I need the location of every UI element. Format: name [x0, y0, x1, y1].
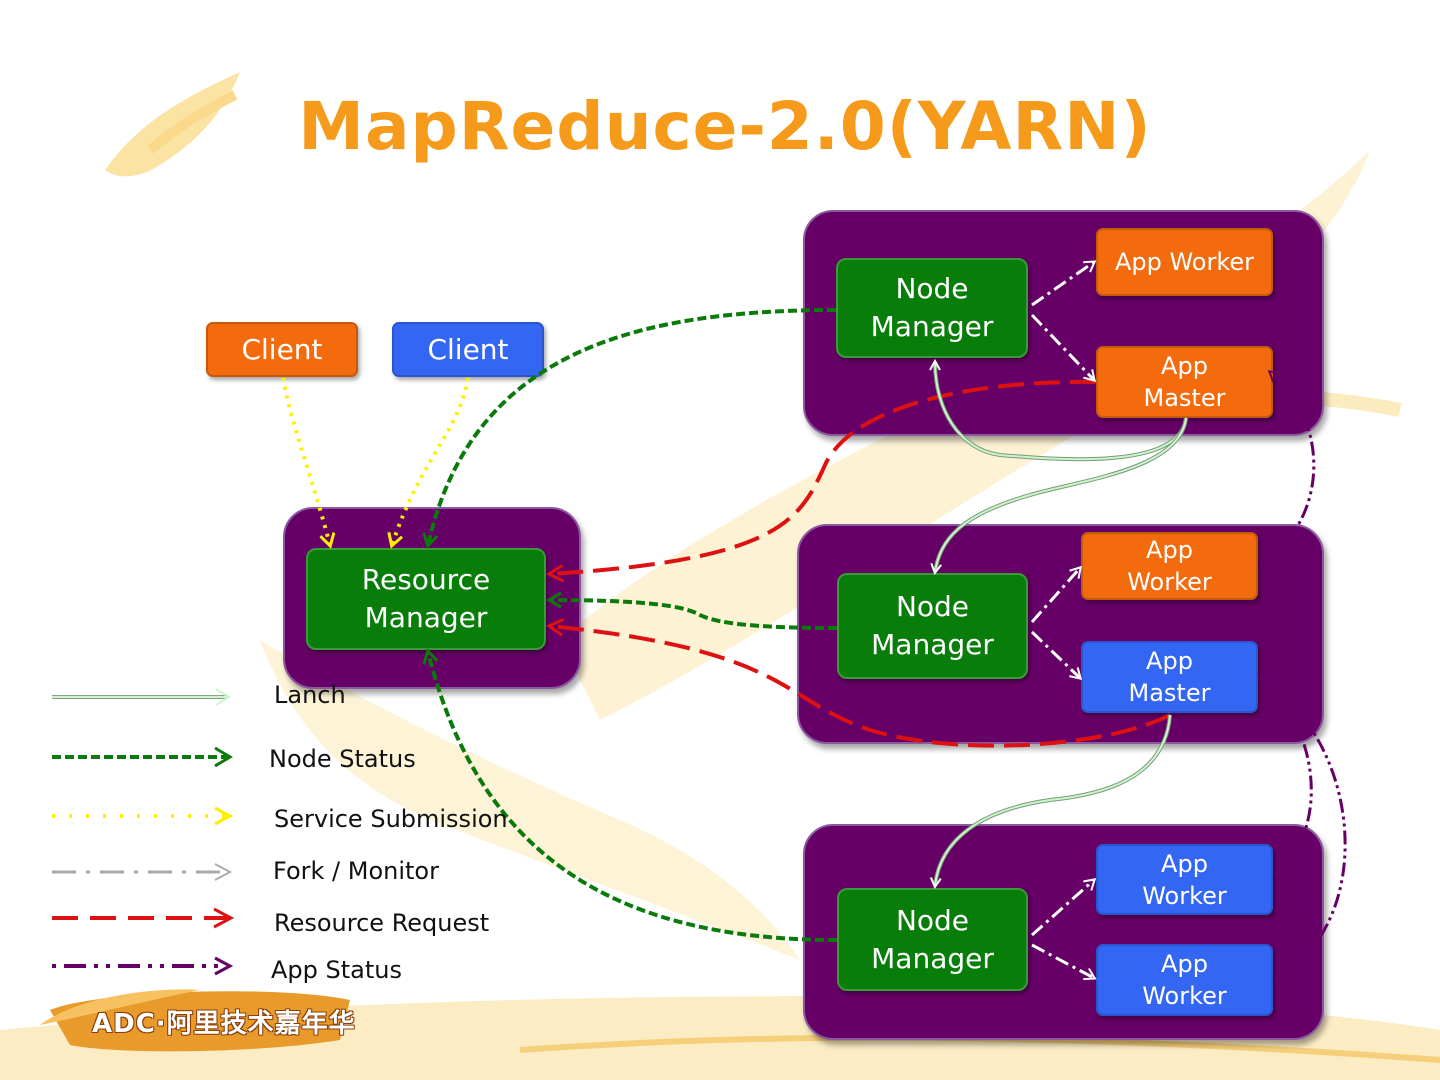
node-manager-3[interactable]: Node Manager	[837, 888, 1028, 991]
node-manager-1[interactable]: Node Manager	[836, 258, 1028, 358]
resource-manager-box[interactable]: Resource Manager	[306, 548, 546, 650]
app-worker-node3-a[interactable]: App Worker	[1096, 844, 1273, 915]
app-master-node2[interactable]: App Master	[1081, 641, 1258, 713]
node-manager-2[interactable]: Node Manager	[837, 573, 1028, 679]
app-worker-node3-b[interactable]: App Worker	[1096, 944, 1273, 1016]
adc-logo-text: ADC·阿里技术嘉年华	[92, 1009, 356, 1039]
legend-label-node-status: Node Status	[269, 745, 416, 773]
app-master-node1[interactable]: App Master	[1096, 346, 1273, 418]
legend-label-service-submission: Service Submission	[274, 805, 508, 833]
legend-label-app-status: App Status	[271, 956, 402, 984]
adc-logo	[40, 989, 350, 1052]
legend-label-fork-monitor: Fork / Monitor	[273, 857, 439, 885]
app-worker-node1[interactable]: App Worker	[1096, 228, 1273, 296]
legend-label-resource-request: Resource Request	[274, 909, 490, 937]
client-blue[interactable]: Client	[392, 322, 544, 377]
client-orange[interactable]: Client	[206, 322, 358, 377]
app-worker-node2[interactable]: App Worker	[1081, 532, 1258, 600]
page-title: MapReduce-2.0(YARN)	[298, 88, 1152, 165]
legend-label-launch: Lanch	[274, 681, 346, 709]
